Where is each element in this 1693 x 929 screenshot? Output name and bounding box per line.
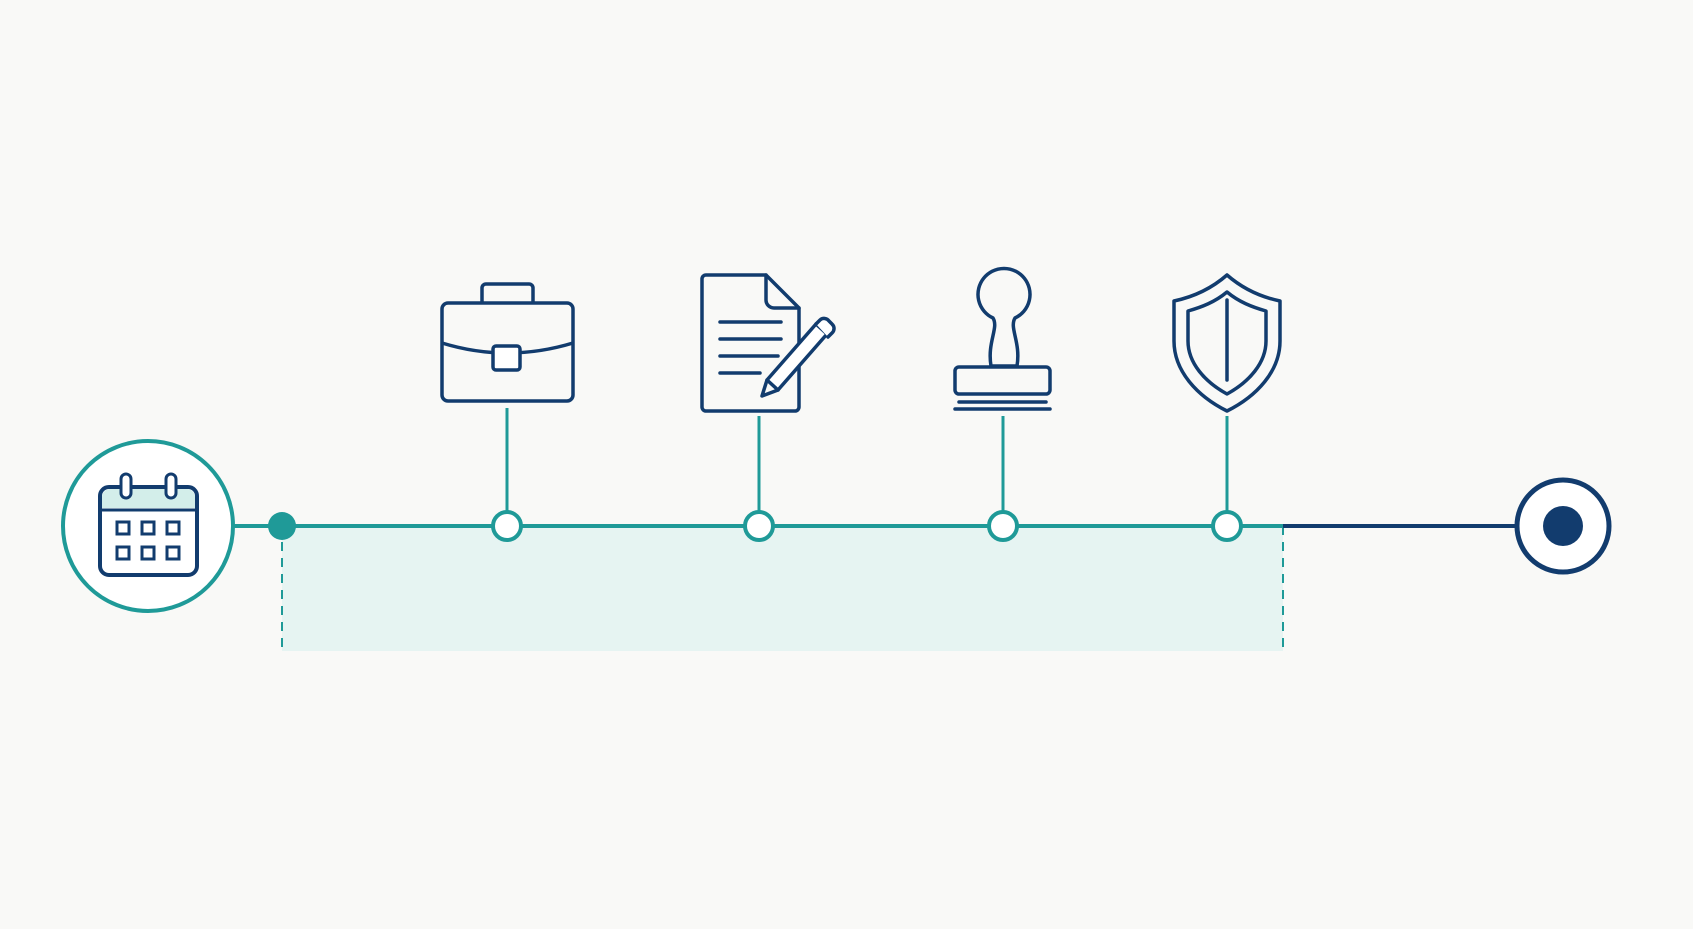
milestone-node	[987, 510, 1019, 542]
document-pen-icon	[700, 273, 836, 413]
calendar-icon	[61, 439, 235, 613]
briefcase-icon	[440, 282, 575, 403]
milestone-node	[1211, 510, 1243, 542]
shield-icon	[1172, 273, 1282, 413]
milestone-node	[491, 510, 523, 542]
stamp-icon	[953, 266, 1052, 411]
milestone-node	[743, 510, 775, 542]
highlight-band	[282, 526, 1283, 651]
target-icon	[1514, 477, 1612, 575]
period-start-dot	[268, 512, 296, 540]
